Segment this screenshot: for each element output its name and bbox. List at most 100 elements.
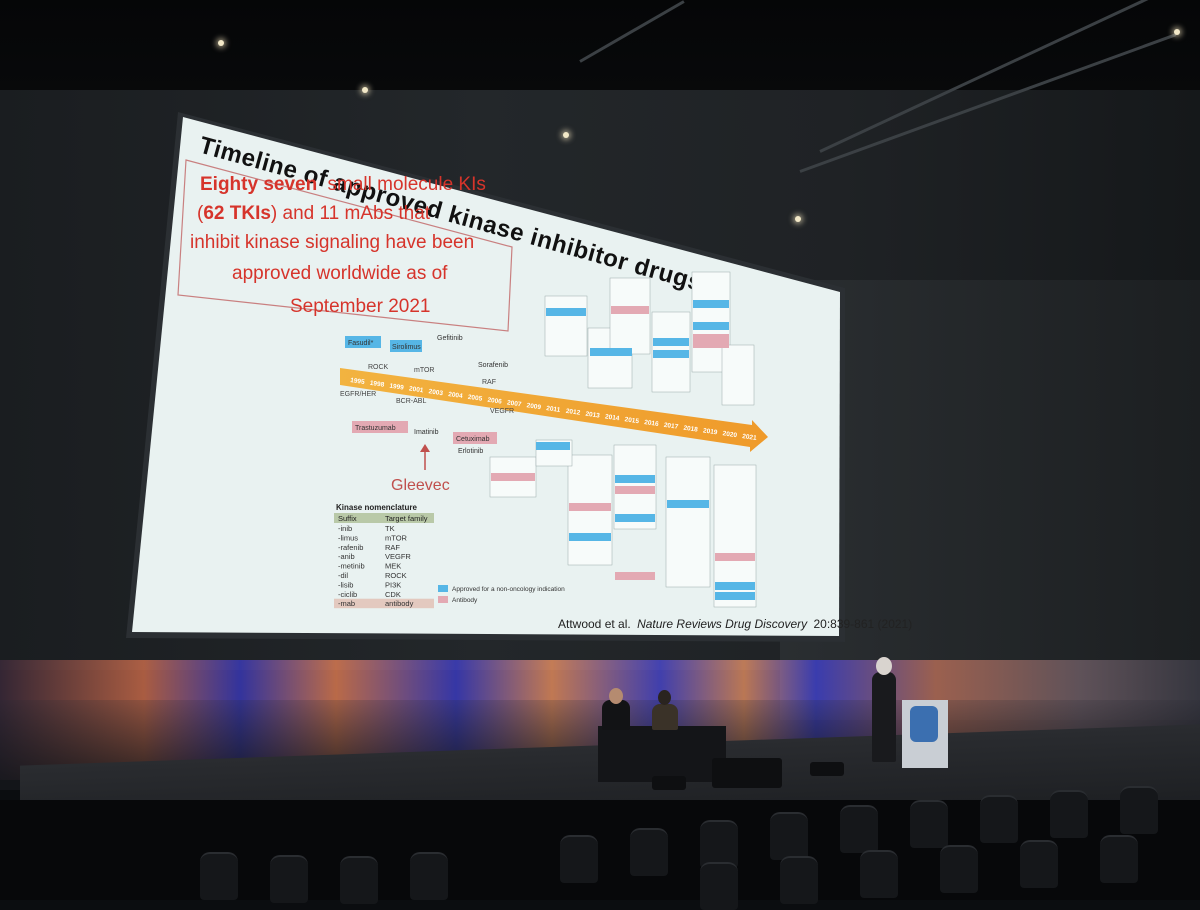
drug-erlotinib: Erlotinib	[458, 448, 483, 455]
svg-text:Attwood et al. Nature Re: Attwood et al. Nature Reviews Drug Disco…	[558, 617, 912, 631]
timeline-year-label: 2006	[487, 397, 503, 406]
podium-logo	[910, 706, 938, 742]
ceiling-light	[795, 216, 801, 222]
citation-volume: 20:839-861 (2021)	[813, 617, 912, 631]
timeline-year-label: 2014	[605, 413, 621, 422]
audience-seat	[200, 852, 238, 900]
drug-columns	[489, 271, 757, 608]
drug-box-antibody	[615, 486, 655, 494]
gleevec-label: Gleevec	[391, 477, 450, 494]
drug-box-approved	[615, 475, 655, 483]
target-bcr-abl: BCR-ABL	[396, 398, 426, 405]
drug-box-antibody	[491, 473, 535, 481]
nomenclature-header-target: Target family	[385, 514, 428, 523]
audience-seat	[940, 845, 978, 893]
legend-approved-label: Approved for a non-oncology indication	[452, 586, 565, 593]
ceiling-light	[1174, 29, 1180, 35]
highlight-62-tkis: 62 TKIs	[203, 203, 271, 224]
audience-seat	[1020, 840, 1058, 888]
drug-box-approved	[715, 582, 755, 590]
timeline-year-label: 2004	[448, 391, 464, 400]
nomenclature-target: PI3K	[385, 580, 401, 589]
drug-imatinib: Imatinib	[414, 429, 439, 436]
legend-approved-swatch	[438, 585, 448, 592]
drug-box-approved	[536, 442, 570, 450]
audience-seat	[270, 855, 308, 903]
drug-box-antibody	[569, 503, 611, 511]
legend-antibody-swatch	[438, 596, 448, 603]
nomenclature-suffix: -dil	[338, 571, 348, 580]
nomenclature-row-highlight	[334, 598, 434, 609]
timeline-year-label: 2015	[624, 416, 640, 425]
drug-gefitinib: Gefitinib	[437, 335, 463, 342]
ceiling-light	[362, 87, 368, 93]
nomenclature-target: MEK	[385, 562, 401, 571]
audience-seat	[560, 835, 598, 883]
highlight-line4: approved worldwide as of	[232, 263, 448, 284]
nomenclature-target: TK	[385, 524, 395, 533]
nomenclature-header-row	[334, 513, 434, 523]
drug-box-antibody	[693, 334, 729, 348]
ceiling-light	[563, 132, 569, 138]
drug-box-antibody	[352, 421, 408, 433]
audience-seat	[910, 800, 948, 848]
panelist-head	[609, 688, 623, 704]
nomenclature-target: antibody	[385, 599, 414, 608]
nomenclature-target: VEGFR	[385, 552, 411, 561]
target-rock: ROCK	[368, 364, 389, 371]
drug-sirolimus: Sirolimus	[392, 344, 421, 351]
timeline-year-label: 2021	[742, 433, 758, 442]
nomenclature-header-suffix: Suffix	[338, 514, 357, 523]
nomenclature-title: Kinase nomenclature	[336, 503, 417, 512]
speaker-head	[876, 657, 892, 675]
svg-text:Eighty seven small mol: Eighty seven small molecule KIs	[200, 174, 486, 195]
side-wall	[780, 280, 1200, 720]
audience-seat	[630, 828, 668, 876]
drug-box-antibody	[611, 306, 649, 314]
audience-seat	[860, 850, 898, 898]
timeline-year-label: 2011	[546, 405, 561, 414]
slide-background	[132, 117, 840, 636]
citation-journal: Nature Reviews Drug Discovery	[637, 617, 808, 631]
nomenclature-suffix: -rafenib	[338, 543, 363, 552]
timeline-year-label: 2001	[409, 385, 425, 394]
slide-content: Timeline of approved kinase inhibitor dr…	[177, 132, 912, 631]
nomenclature-target: ROCK	[385, 571, 407, 580]
target-vegfr: VEGFR	[490, 408, 514, 415]
audience-seat	[980, 795, 1018, 843]
drug-column	[609, 277, 651, 355]
audience-seat	[1100, 835, 1138, 883]
drug-box-approved	[345, 336, 381, 348]
highlight-line2: ) and 11 mAbs that	[271, 203, 431, 224]
drug-column	[665, 456, 711, 588]
highlight-box: Eighty seven small molecule KIs (62 TKIs…	[177, 159, 513, 332]
timeline-year-label: 2003	[428, 388, 444, 397]
nomenclature-suffix: -mab	[338, 599, 355, 608]
panel-table	[598, 726, 726, 782]
stage-monitor	[712, 758, 782, 788]
panelist	[652, 704, 678, 730]
timeline-year-label: 2007	[507, 399, 523, 408]
drug-sorafenib: Sorafenib	[478, 362, 508, 369]
drug-box-approved	[615, 514, 655, 522]
nomenclature-suffix: -inib	[338, 524, 352, 533]
timeline-year-label: 1999	[389, 383, 405, 392]
highlight-line5: September 2021	[290, 296, 431, 317]
stage-monitor	[652, 776, 686, 790]
timeline-year-label: 2019	[703, 427, 719, 436]
timeline-year-label: 2012	[565, 408, 581, 417]
audience-seat	[780, 856, 818, 904]
drug-box-antibody	[615, 572, 655, 580]
timeline-year-label: 1998	[369, 380, 385, 389]
nomenclature-target: mTOR	[385, 533, 408, 542]
timeline-arrow	[340, 368, 768, 452]
svg-text:(62 TKIs) and 11 mAbs that: (62 TKIs) and 11 mAbs that	[197, 203, 431, 224]
drug-column	[721, 344, 755, 406]
timeline-year-label: 2013	[585, 411, 601, 420]
audience-seat	[770, 812, 808, 860]
drug-box-approved	[653, 338, 689, 346]
